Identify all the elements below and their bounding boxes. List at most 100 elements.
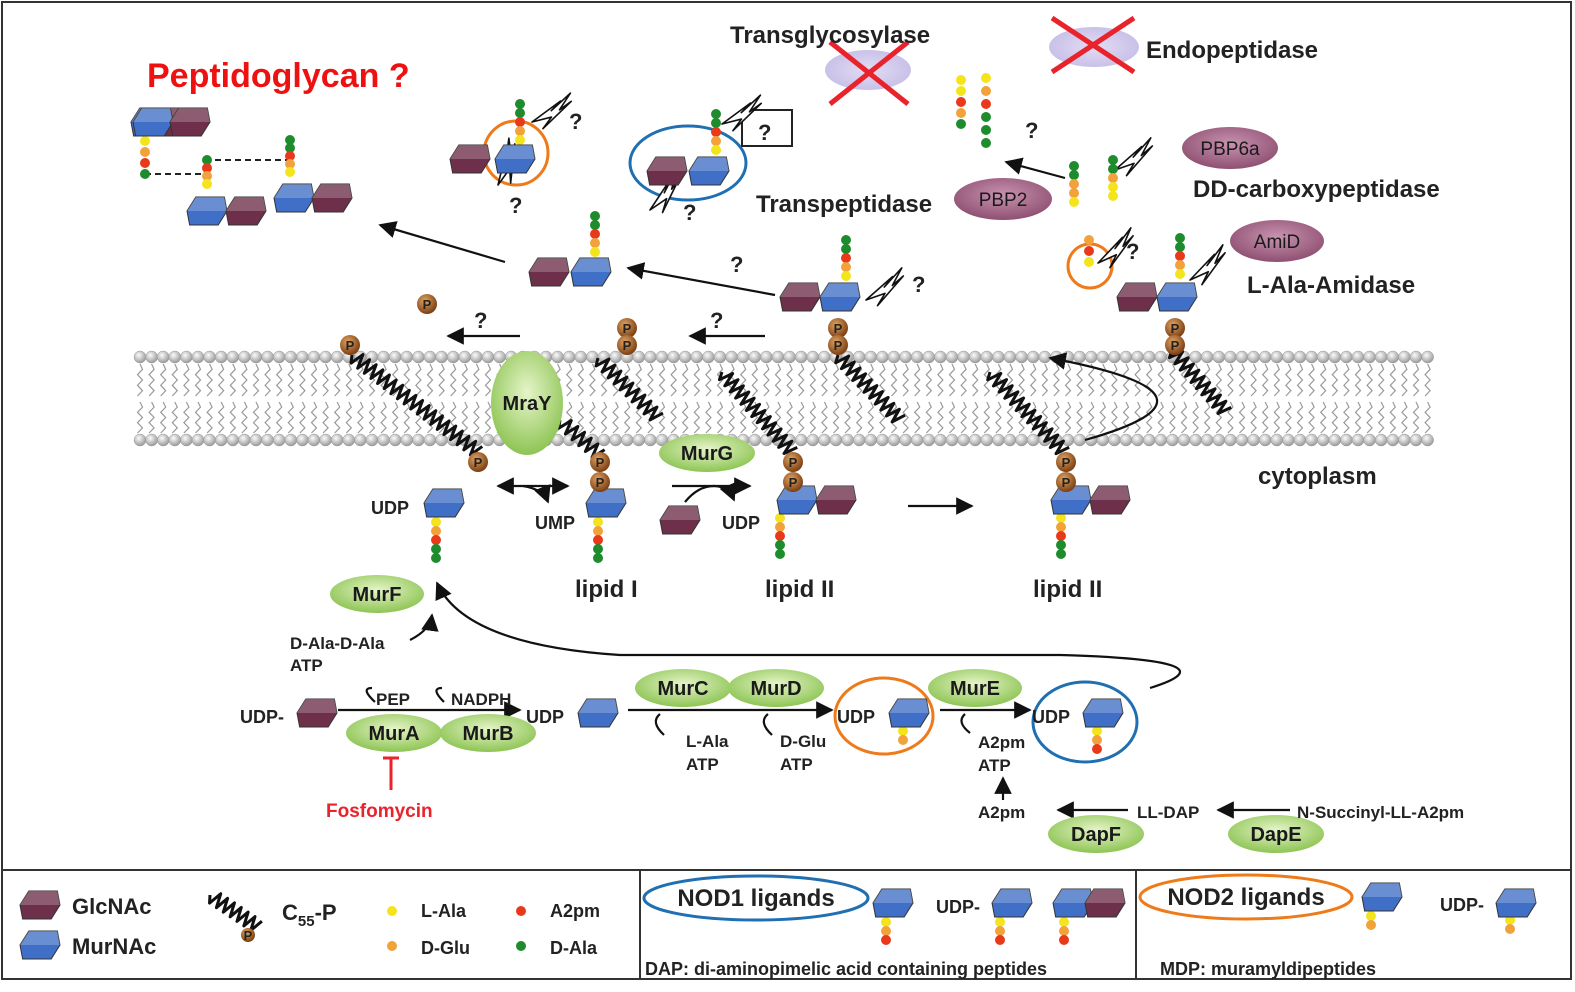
legend-a2pm-label: A2pm — [550, 901, 600, 921]
lipid-headgroup — [1328, 350, 1342, 364]
murnac-sugar — [186, 196, 228, 226]
glcnac-sugar-shade — [20, 891, 60, 905]
murf-label: MurF — [353, 584, 402, 606]
lipid-tail — [797, 401, 805, 434]
l-ala-residue — [956, 75, 966, 85]
lipid-headgroup — [145, 433, 158, 447]
d-glu-residue — [593, 526, 603, 536]
l-ala-residue — [956, 86, 966, 96]
lipid-headgroup — [736, 350, 750, 364]
lipid-headgroup — [771, 350, 785, 364]
lipid-tail — [391, 401, 399, 434]
lipid-tail — [948, 401, 956, 434]
lipid-headgroup — [1421, 433, 1434, 447]
phosphate-ball — [617, 335, 637, 355]
nod1-udp-label: UDP- — [936, 897, 980, 917]
lipid-tail — [1389, 401, 1397, 434]
question-marks: ? ? ? ? ? ? ? ? ? ? — [474, 109, 1139, 333]
lipid-tail — [1041, 401, 1049, 434]
lipid-tail — [1169, 363, 1176, 397]
nsuccinyl-label: N-Succinyl-LL-A2pm — [1297, 803, 1464, 822]
lipid-headgroup — [1200, 350, 1214, 364]
lipid-headgroup — [1212, 350, 1226, 364]
d-ala-residue — [590, 211, 600, 221]
lipid-tail — [1319, 401, 1327, 434]
lipid-tail — [1064, 363, 1072, 397]
d-ala-residue — [515, 108, 525, 118]
lipid-tail — [241, 363, 248, 397]
murnac-sugar — [991, 888, 1033, 918]
lipid-headgroup — [806, 350, 820, 364]
glcnac-sugar — [225, 196, 267, 226]
d-glu-residue — [387, 941, 397, 951]
lipid-headgroup — [1398, 433, 1411, 447]
l-ala-residue — [515, 135, 525, 145]
lipid-tail — [1389, 363, 1397, 397]
l-ala-residue — [711, 145, 721, 155]
lipid-headgroup — [1003, 350, 1017, 364]
phosphate-ball — [1165, 318, 1185, 338]
d-ala-residue — [285, 135, 295, 145]
lipid-headgroup — [191, 350, 205, 364]
lipid-tail — [832, 363, 840, 397]
phosphate-ball — [590, 472, 610, 492]
glcnac-sugar — [19, 890, 61, 920]
phosphate-ball — [417, 294, 437, 314]
murnac-sugar — [1050, 485, 1092, 515]
lipid-tail — [1366, 363, 1373, 397]
arrow-ump — [522, 484, 551, 504]
lipid-tail — [890, 363, 898, 397]
arrow-murg-udp — [684, 481, 736, 503]
lipid-headgroup — [574, 350, 588, 364]
lipid-headgroup — [980, 350, 994, 364]
d-ala-residue — [775, 540, 785, 550]
atp-a2pm-label: ATP — [978, 756, 1011, 775]
d-glu-residue — [590, 238, 600, 248]
murnac-sugar — [585, 488, 627, 518]
lipid-headgroup — [1363, 350, 1376, 364]
lipid-tail — [241, 401, 248, 434]
d-ala-residue — [590, 220, 600, 230]
lipid-tail — [1227, 401, 1234, 434]
lipid-headgroup — [1166, 433, 1179, 447]
lipid-tail — [322, 363, 329, 397]
d-ala-residue — [711, 109, 721, 119]
lipid-tail — [1296, 401, 1304, 434]
phosphate-label: P — [474, 455, 483, 470]
phosphate-label: P — [834, 338, 843, 353]
lipid-headgroup — [156, 350, 170, 364]
lipid-tail — [1122, 401, 1130, 434]
lipid-headgroup — [1050, 350, 1063, 364]
lipid-headgroup — [876, 433, 889, 447]
lipid-headgroup — [748, 433, 762, 447]
lipid-headgroup — [887, 350, 901, 364]
arrow-mure-to-murf — [435, 581, 1182, 690]
lipid-headgroup — [690, 350, 704, 364]
cleavage-bolt — [531, 92, 573, 130]
phosphate-label: P — [623, 321, 632, 336]
lipid-headgroup — [1305, 350, 1318, 364]
dape-enzyme — [1228, 815, 1324, 853]
lipid-headgroup — [226, 433, 240, 447]
lipid-tail — [1064, 401, 1072, 434]
lipid-headgroup — [261, 433, 274, 447]
lipid-tail — [136, 401, 144, 434]
lipid-headgroup — [1316, 350, 1330, 364]
murnac-sugar-shade — [1362, 883, 1402, 897]
d-ala-residue — [1175, 242, 1185, 252]
lipid-headgroup — [713, 350, 727, 364]
lipid-tail — [310, 401, 318, 434]
lipid-headgroup — [319, 433, 332, 447]
murnac-sugar-shade — [820, 283, 860, 297]
l-ala-residue — [1059, 917, 1069, 927]
lipid-headgroup — [423, 350, 437, 364]
lipid-headgroup — [806, 433, 820, 447]
lipid-headgroup — [794, 350, 808, 364]
lipid-tail — [913, 363, 921, 397]
udp-dipeptide-label: UDP — [837, 707, 875, 727]
phosphate-label: P — [623, 338, 632, 353]
lipid-tail — [809, 363, 817, 397]
lipid-headgroup — [307, 433, 321, 447]
lipid-headgroup — [133, 350, 147, 364]
